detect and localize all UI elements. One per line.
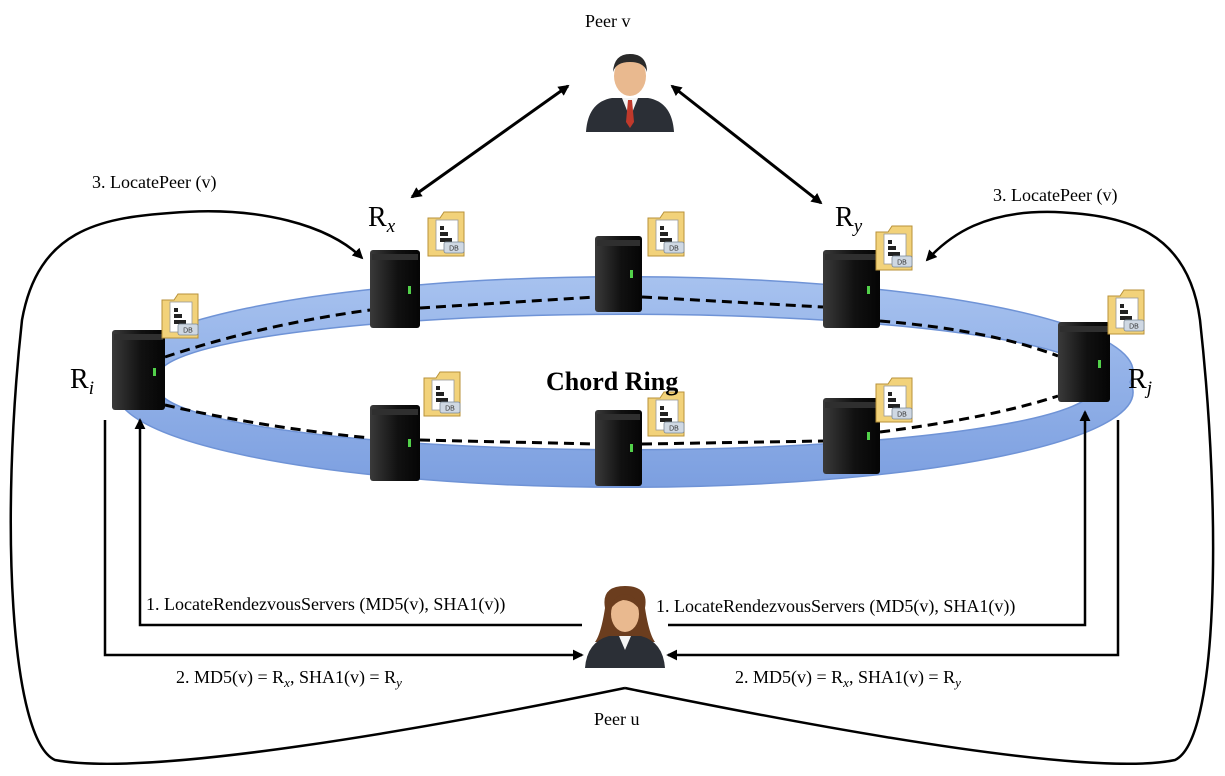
locate-peer-right-label: 3. LocatePeer (v) [993, 185, 1118, 205]
arrow-locate-rendezvous-right [668, 410, 1091, 627]
arrow-md5-reply-left [103, 420, 584, 661]
businesswoman-icon [585, 586, 665, 668]
database-folder-icon: DB [1107, 289, 1145, 335]
database-folder-icon: DB [647, 391, 685, 437]
db-label: DB [897, 260, 907, 267]
server-icon [370, 405, 420, 481]
db-label: DB [669, 246, 679, 253]
db-label: DB [449, 246, 459, 253]
locate-rendezvous-right-label: 1. LocateRendezvousServers (MD5(v), SHA1… [656, 596, 1016, 616]
md5-left-sub-x: x [284, 675, 290, 690]
node-ry-label: Ry [835, 202, 863, 237]
server-icon [595, 410, 642, 486]
server-icon [370, 250, 420, 328]
md5-left-prefix: 2. MD5(v) = R [176, 667, 285, 687]
db-label: DB [1129, 324, 1139, 331]
arrow-locate-rendezvous-left [134, 418, 582, 627]
arrow-peer-v-rx [410, 84, 570, 199]
database-folder-icon: DB [875, 377, 913, 423]
md5-left-mid: , SHA1(v) = R [289, 667, 397, 687]
md5-right-sub-y: y [955, 675, 961, 690]
db-label: DB [897, 412, 907, 419]
ring-link [879, 394, 1059, 434]
peer-u-links [103, 410, 1120, 661]
md5-right-sub-x: x [843, 675, 849, 690]
ring-link [419, 295, 596, 310]
node-rj-base: R [1128, 364, 1147, 395]
ring-links [164, 295, 1059, 446]
node-rj-sub: j [1146, 378, 1152, 399]
database-folder-icon: DB [875, 225, 913, 271]
outer-locate-loop [9, 210, 1215, 765]
ring-link [879, 319, 1059, 358]
node-rx-base: R [368, 202, 387, 233]
arrow-peer-v-ry [670, 84, 823, 205]
locate-rendezvous-left-label: 1. LocateRendezvousServers (MD5(v), SHA1… [146, 594, 506, 614]
db-folders: DB DB DB DB DB [161, 211, 1145, 437]
peer-u-label: Peer u [594, 709, 640, 729]
database-folder-icon: DB [161, 293, 199, 339]
db-label: DB [183, 328, 193, 335]
ring-link [641, 439, 824, 446]
server-icon [823, 250, 880, 328]
node-ry-sub: y [853, 216, 863, 237]
database-folder-icon: DB [647, 211, 685, 257]
node-ri-base: R [70, 364, 89, 395]
businessman-icon [586, 54, 674, 132]
database-folder-icon: DB [427, 211, 465, 257]
peer-v-label: Peer v [585, 11, 631, 31]
md5-left-sub-y: y [396, 675, 402, 690]
node-rx-sub: x [386, 216, 396, 237]
outer-loop-curve [9, 210, 626, 765]
arrow-md5-reply-right [666, 420, 1120, 661]
db-label: DB [445, 406, 455, 413]
node-rj-label: Rj [1128, 364, 1152, 399]
ring-link [641, 295, 824, 309]
node-rx-label: Rx [368, 202, 396, 237]
peer-v-links [410, 84, 823, 205]
db-label: DB [669, 426, 679, 433]
md5-reply-left-label: 2. MD5(v) = Rx, SHA1(v) = Ry [176, 668, 402, 689]
ring-link [164, 403, 371, 440]
node-ry-base: R [835, 202, 854, 233]
chord-ring-label: Chord Ring [546, 367, 679, 396]
node-ri-label: Ri [70, 364, 94, 399]
servers [112, 236, 1110, 486]
server-icon [823, 398, 880, 474]
node-ri-sub: i [88, 378, 94, 399]
outer-loop-curve [624, 210, 1215, 765]
md5-right-prefix: 2. MD5(v) = R [735, 667, 844, 687]
md5-reply-right-label: 2. MD5(v) = Rx, SHA1(v) = Ry [735, 668, 961, 689]
server-icon [1058, 322, 1110, 402]
ring-link [419, 438, 596, 446]
server-icon [595, 236, 642, 312]
database-folder-icon: DB [423, 371, 461, 417]
md5-right-mid: , SHA1(v) = R [848, 667, 956, 687]
server-icon [112, 330, 165, 410]
locate-peer-left-label: 3. LocatePeer (v) [92, 172, 217, 192]
ring-link [164, 308, 371, 359]
